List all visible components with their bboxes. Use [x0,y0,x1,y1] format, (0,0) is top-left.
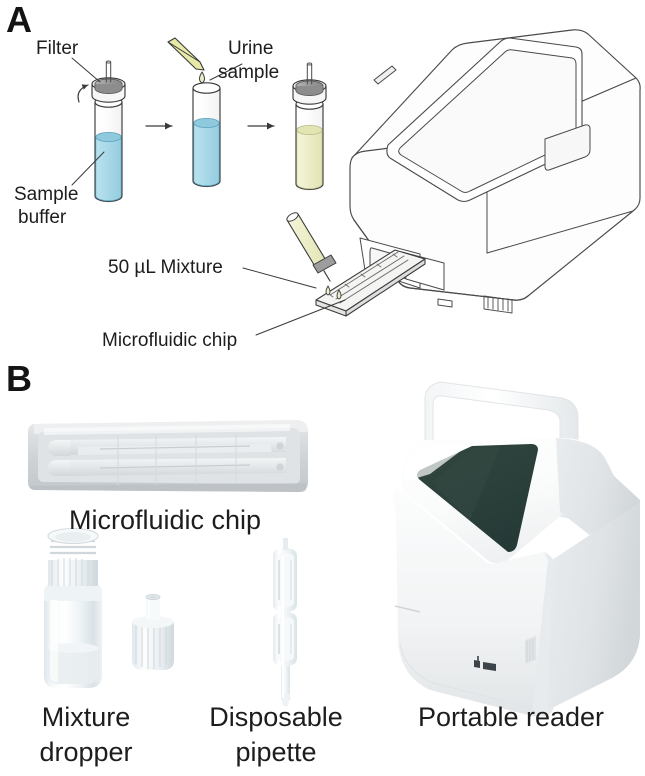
filter-leader-line [71,57,101,83]
label-mixture-volume: 50 µL Mixture [108,257,223,278]
label-microfluidic-chip-a: Microfluidic chip [102,330,238,351]
label-urine-sample-line1: Urine [228,38,274,59]
label-sample-buffer-line1: Sample [14,184,79,205]
microfluidic-chip-photo [28,420,308,492]
tube-1-sample-buffer [77,60,126,203]
label-sample-buffer-line2: buffer [18,207,67,228]
urine-droplet [199,71,205,84]
panel-letter-a: A [6,0,32,40]
label-mixture-dropper-line1: Mixture [41,702,131,732]
chip-leader-line [255,299,346,336]
label-disposable-pipette-line2: pipette [235,737,317,767]
mixture-dropper-photo [44,527,174,688]
cap-rotation-arrow [77,84,89,103]
mixture-dropper-lineart [286,212,337,282]
tube-2-open [192,82,221,188]
label-urine-sample-line2: sample [218,62,280,83]
microfluidic-chip-outline [315,249,426,317]
label-disposable-pipette-line1: Disposable [209,702,343,732]
dropper-cap [132,593,174,670]
tube-3-mixture [292,62,327,191]
benchtop-reader-outline [349,29,641,314]
reader-port-icon [474,656,496,671]
pipette-tip [167,37,205,71]
mixture-leader-line [242,267,317,289]
disposable-pipette-photo [273,538,297,706]
panel-letter-b: B [6,358,32,399]
sample-buffer-leader-line [71,151,105,186]
portable-reader-photo [393,381,640,717]
label-filter: Filter [36,38,79,59]
label-microfluidic-chip-b: Microfluidic chip [68,505,262,535]
label-mixture-dropper-line2: dropper [39,737,133,767]
label-portable-reader: Portable reader [417,702,605,732]
